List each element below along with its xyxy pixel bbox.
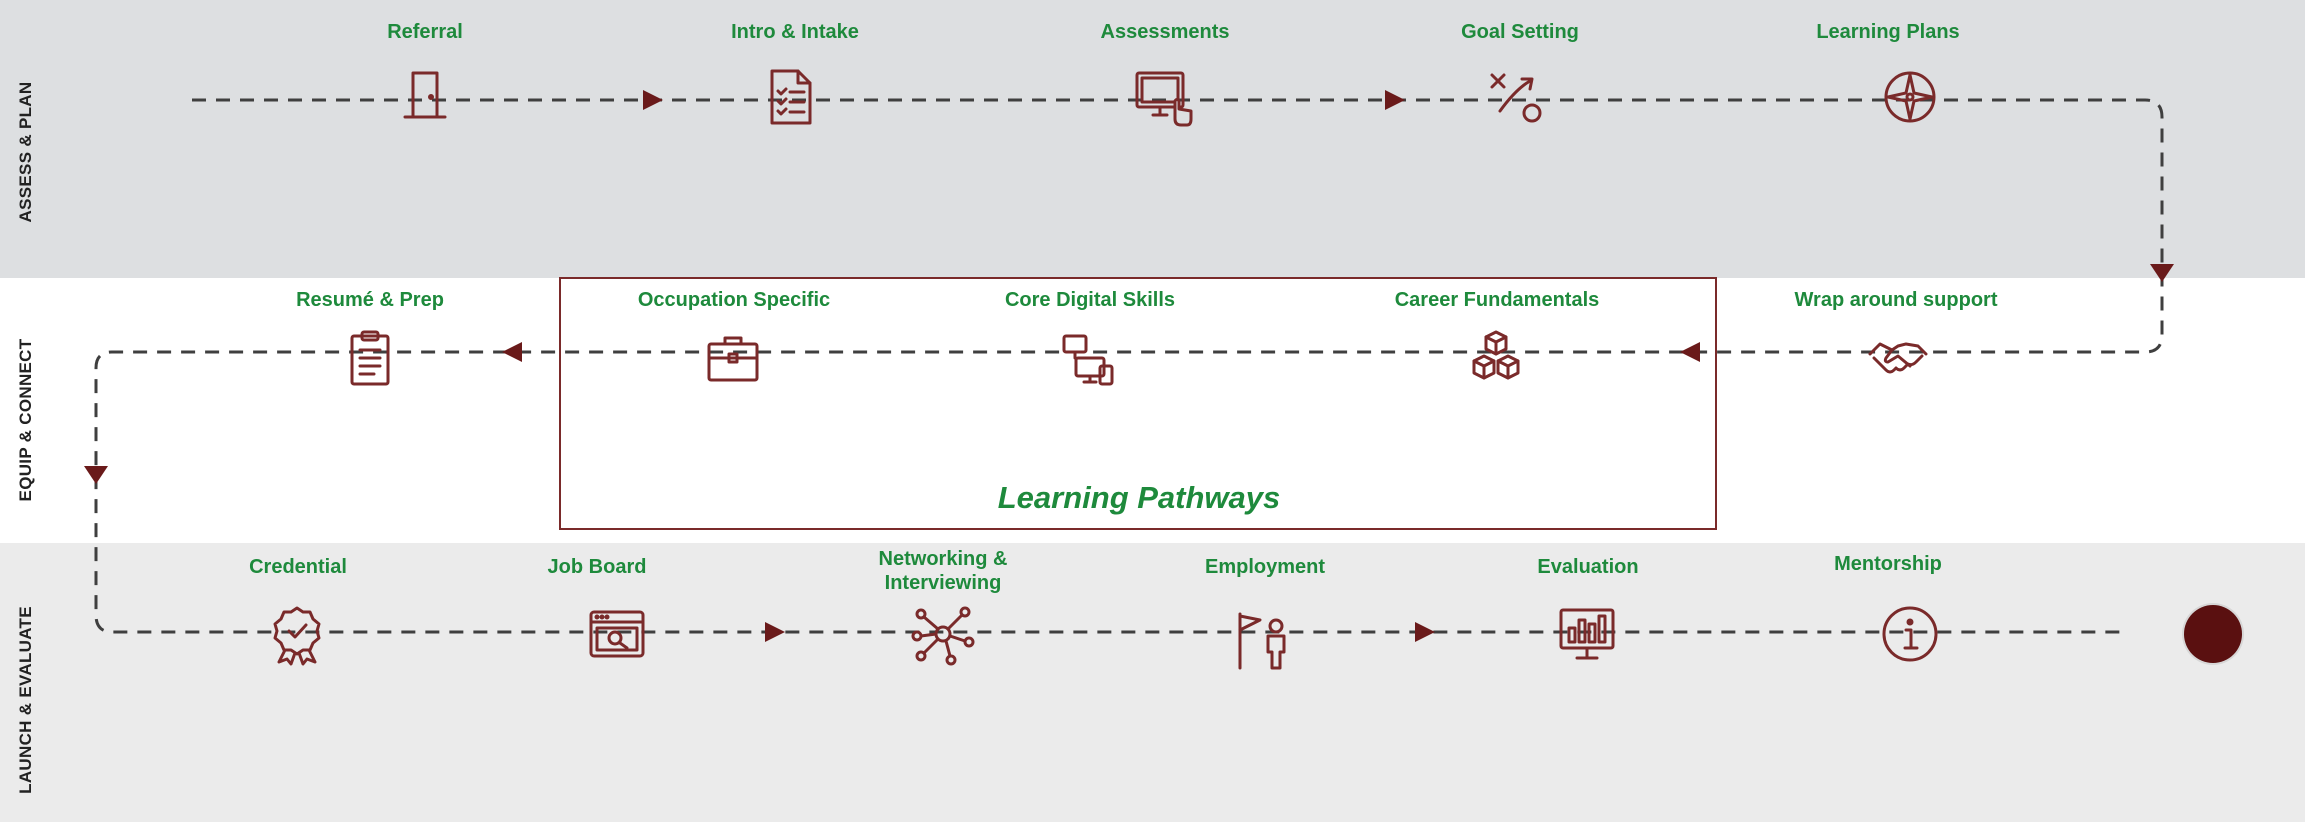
compass-icon	[1878, 65, 1942, 129]
step-label-occupation-specific: Occupation Specific	[637, 289, 831, 311]
band-equip-connect	[0, 278, 2305, 543]
step-label-resume-prep: Resumé & Prep	[296, 289, 444, 311]
step-label-employment: Employment	[1204, 556, 1326, 578]
arrow-right-2	[1385, 90, 1405, 110]
step-label-learning-plans: Learning Plans	[1816, 21, 1960, 43]
arrow-down-1	[2150, 264, 2174, 282]
handshake-icon	[1866, 326, 1930, 390]
step-label-intro-intake: Intro & Intake	[731, 21, 859, 43]
flow-dashed-line	[94, 98, 2164, 634]
step-label-assessments: Assessments	[1100, 21, 1230, 43]
band-assess-plan	[0, 0, 2305, 278]
learning-pathways-box	[559, 277, 1717, 530]
learning-pathways-title: Learning Pathways	[997, 480, 1281, 515]
devices-icon	[1056, 326, 1120, 390]
briefcase-icon	[701, 326, 765, 390]
arrow-down-2	[84, 466, 108, 484]
info-icon	[1878, 602, 1942, 666]
step-label-job-board: Job Board	[547, 556, 647, 578]
step-label-goal-setting: Goal Setting	[1461, 21, 1579, 43]
step-label-networking: Networking & Interviewing	[879, 547, 1008, 595]
networking-label-line2: Interviewing	[884, 572, 1002, 594]
analytics-monitor-icon	[1555, 602, 1619, 666]
step-label-wrap-support: Wrap around support	[1794, 289, 1998, 311]
network-icon	[911, 602, 975, 666]
flag-person-icon	[1230, 608, 1294, 672]
strategy-play-icon	[1486, 65, 1550, 129]
step-label-mentorship: Mentorship	[1834, 553, 1942, 575]
blocks-icon	[1464, 326, 1528, 390]
door-icon	[393, 65, 457, 129]
arrow-right-4	[1415, 622, 1435, 642]
clipboard-icon	[338, 326, 402, 390]
step-label-referral: Referral	[387, 21, 463, 43]
networking-label-line1: Networking &	[878, 548, 1008, 570]
end-marker	[2184, 605, 2242, 663]
browser-search-icon	[585, 602, 649, 666]
checklist-document-icon	[758, 65, 822, 129]
step-label-credential: Credential	[249, 556, 347, 578]
arrow-left-2	[502, 342, 522, 362]
award-badge-icon	[265, 602, 329, 666]
step-label-core-digital: Core Digital Skills	[1004, 289, 1176, 311]
band-launch-evaluate	[0, 543, 2305, 822]
touch-monitor-icon	[1131, 65, 1195, 129]
arrow-right-1	[643, 90, 663, 110]
step-label-evaluation: Evaluation	[1537, 556, 1639, 578]
arrow-right-3	[765, 622, 785, 642]
arrow-left-1	[1680, 342, 1700, 362]
step-label-career-fundamentals: Career Fundamentals	[1394, 289, 1600, 311]
